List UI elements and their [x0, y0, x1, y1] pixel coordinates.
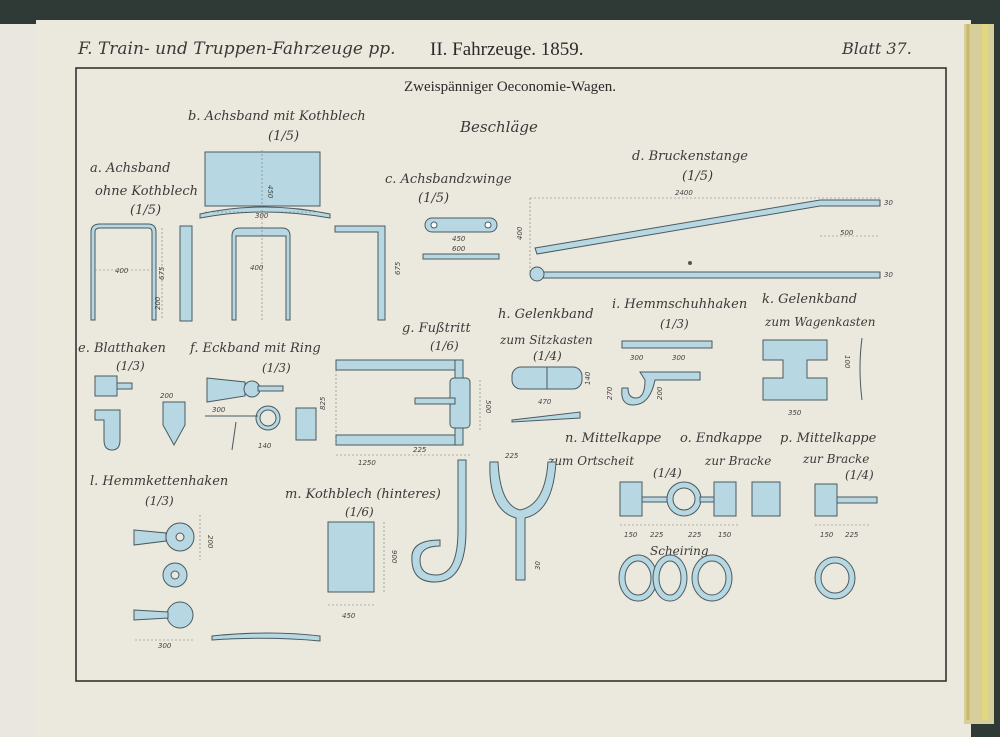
- svg-text:100: 100: [843, 355, 851, 369]
- scale-g: (1/6): [430, 339, 459, 353]
- svg-text:1250: 1250: [358, 459, 376, 467]
- svg-text:600: 600: [452, 245, 466, 253]
- svg-text:675: 675: [158, 266, 166, 280]
- svg-text:450: 450: [266, 185, 274, 199]
- svg-text:200: 200: [160, 392, 174, 400]
- part-labels: a. Achsband ohne Kothblech (1/5) b. Achs…: [78, 109, 877, 558]
- label-m: m. Kothblech (hinteres): [285, 487, 441, 502]
- svg-text:300: 300: [212, 406, 226, 414]
- svg-text:225: 225: [413, 446, 427, 454]
- svg-text:500: 500: [484, 400, 492, 414]
- label-p: p. Mittelkappe: [780, 431, 877, 446]
- label-i: i. Hemmschuhhaken: [612, 297, 747, 312]
- part-f-corner-band-with-ring: 300 140: [205, 377, 317, 451]
- svg-text:225: 225: [650, 531, 664, 539]
- label-a: a. Achsband: [90, 161, 171, 176]
- scale-b: (1/5): [268, 129, 299, 144]
- svg-text:300: 300: [158, 642, 172, 650]
- svg-text:400: 400: [115, 267, 129, 275]
- section-title: II. Fahrzeuge. 1859.: [430, 39, 584, 60]
- svg-text:500: 500: [840, 229, 854, 237]
- scale-p: (1/4): [845, 468, 874, 482]
- svg-text:200: 200: [154, 296, 162, 310]
- part-m-rear-mudguard: 450 900: [211, 521, 398, 642]
- scale-n: (1/4): [653, 466, 682, 480]
- scale-a: (1/5): [130, 203, 161, 218]
- svg-text:400: 400: [516, 226, 524, 240]
- scale-f: (1/3): [262, 361, 291, 375]
- svg-text:140: 140: [258, 442, 272, 450]
- scale-h: (1/4): [533, 349, 562, 363]
- label-k: k. Gelenkband: [762, 292, 857, 307]
- svg-text:470: 470: [538, 398, 552, 406]
- part-stirrup-detail: 225 30: [411, 452, 557, 583]
- svg-text:270: 270: [606, 386, 614, 400]
- label-n: n. Mittelkappe: [565, 431, 662, 446]
- svg-text:825: 825: [319, 396, 327, 410]
- svg-text:2400: 2400: [675, 189, 693, 197]
- plate-title: Zweispänniger Oeconomie-Wagen.: [404, 79, 616, 95]
- label-d: d. Bruckenstange: [632, 149, 748, 164]
- part-g-footstep: 825 1250 500 225: [319, 359, 492, 467]
- svg-text:450: 450: [452, 235, 466, 243]
- sheet-number: Blatt 37.: [841, 39, 912, 58]
- svg-text:675: 675: [394, 261, 402, 275]
- scale-d: (1/5): [682, 169, 713, 184]
- svg-text:30: 30: [534, 561, 542, 570]
- label-h: h. Gelenkband: [498, 307, 594, 322]
- part-l-brake-chain-hook: 300 200: [133, 515, 214, 650]
- label-f: f. Eckband mit Ring: [189, 341, 321, 356]
- part-k-hinge-wagon-box: 350 100: [762, 337, 863, 417]
- svg-text:225: 225: [845, 531, 859, 539]
- scale-i: (1/3): [660, 317, 689, 331]
- part-b-axle-band-with-mudguard: 300 450 400 675: [199, 150, 402, 321]
- scale-c: (1/5): [418, 191, 449, 206]
- part-h-hinge-seat-box: 470 140: [511, 366, 592, 423]
- svg-text:200: 200: [206, 535, 214, 549]
- svg-text:150: 150: [624, 531, 638, 539]
- scale-m: (1/6): [345, 505, 374, 519]
- svg-text:140: 140: [584, 371, 592, 385]
- scale-e: (1/3): [116, 359, 145, 373]
- label-p-sub: zur Bracke: [802, 452, 869, 466]
- svg-text:30: 30: [884, 271, 893, 279]
- svg-text:900: 900: [390, 550, 398, 564]
- svg-text:300: 300: [672, 354, 686, 362]
- svg-text:200: 200: [656, 386, 664, 400]
- part-d-bridge-rod: 2400 400 500 30 30: [516, 189, 893, 282]
- label-c: c. Achsbandzwinge: [385, 172, 512, 187]
- label-n-sub: zum Ortscheit: [547, 454, 634, 468]
- svg-text:300: 300: [255, 212, 269, 220]
- part-chain-rings: [618, 554, 856, 602]
- label-h-sub: zum Sitzkasten: [499, 333, 593, 347]
- svg-text:450: 450: [342, 612, 356, 620]
- label-k-sub: zum Wagenkasten: [764, 315, 875, 329]
- svg-text:300: 300: [630, 354, 644, 362]
- label-o: o. Endkappe: [680, 431, 762, 446]
- part-e-blade-hook: 200: [94, 375, 186, 451]
- left-page-edge: [0, 24, 40, 737]
- label-e: e. Blatthaken: [78, 341, 166, 356]
- svg-text:30: 30: [884, 199, 893, 207]
- label-g: g. Fußtritt: [402, 321, 471, 336]
- plate-frame: [75, 67, 947, 682]
- part-i-brake-shoe-hook: 300 300 270 200: [606, 340, 713, 406]
- svg-text:400: 400: [250, 264, 264, 272]
- svg-text:150: 150: [718, 531, 732, 539]
- series-title: F. Train- und Truppen-Fahrzeuge pp.: [77, 39, 396, 59]
- svg-text:225: 225: [505, 452, 519, 460]
- part-a-axle-band: 400 675 200: [90, 223, 193, 322]
- svg-text:225: 225: [688, 531, 702, 539]
- svg-text:150: 150: [820, 531, 834, 539]
- plate-subtitle: Beschläge: [459, 118, 538, 136]
- label-o-sub: zur Bracke: [704, 454, 771, 468]
- svg-text:350: 350: [788, 409, 802, 417]
- part-c-axle-clamp: 450 600: [422, 217, 500, 260]
- scale-l: (1/3): [145, 494, 174, 508]
- label-b: b. Achsband mit Kothblech: [188, 109, 366, 124]
- label-chain: Scheiring: [650, 544, 709, 558]
- part-n-o-p-caps: 150 225 225 150 150 225: [619, 481, 878, 539]
- label-l: l. Hemmkettenhaken: [90, 474, 228, 489]
- label-a-sub: ohne Kothblech: [95, 184, 198, 199]
